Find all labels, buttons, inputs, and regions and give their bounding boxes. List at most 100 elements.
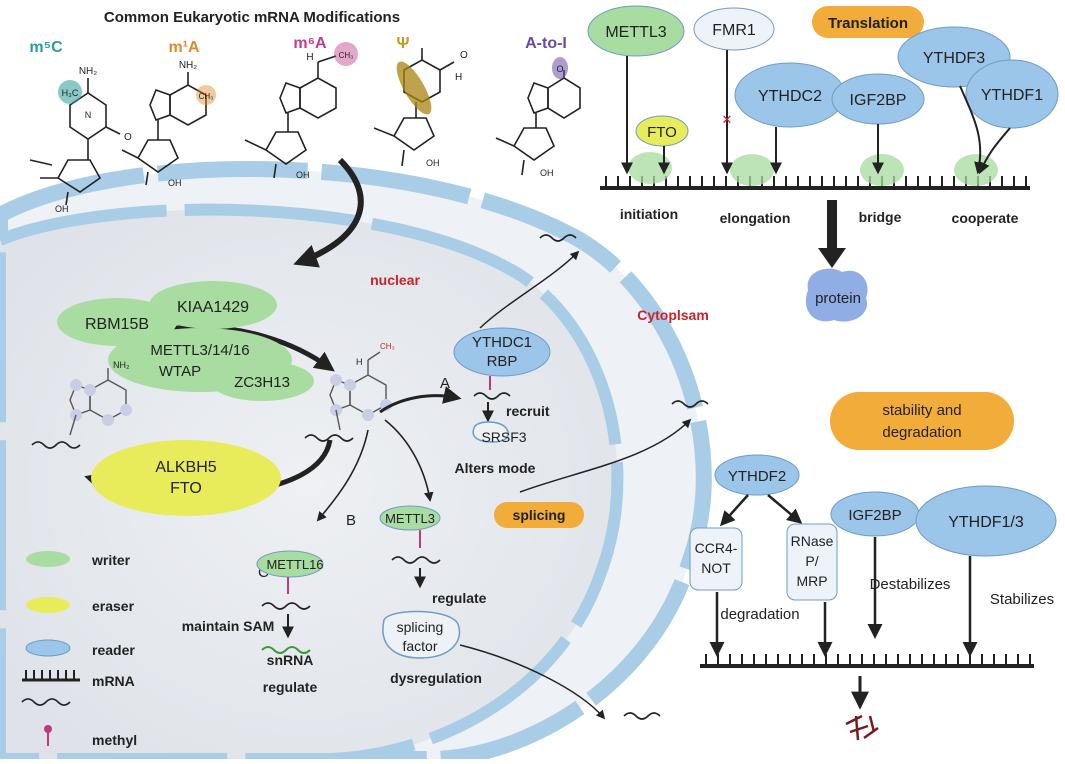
m5c-nh2-text: NH₂	[79, 66, 97, 77]
psi-oh-text: OH	[426, 158, 440, 168]
protein-arrow-head	[818, 248, 846, 268]
export-arrow-bottom	[459, 644, 606, 720]
writer-zc3h13-label: ZC3H13	[234, 374, 290, 391]
m5c-oh-text: OH	[55, 204, 69, 214]
eraser-alkbh5-label: ALKBH5	[155, 459, 216, 476]
legend-mrna-label: mRNA	[92, 673, 135, 689]
pathway-b-outcome: dysregulation	[390, 670, 482, 686]
protein-blob	[805, 268, 868, 322]
writer-zc3h13	[210, 361, 314, 401]
translation-fmr1	[693, 7, 775, 51]
srsf3-shape	[472, 421, 510, 443]
stability-ythdf1-3-label: YTHDF1/3	[948, 514, 1024, 531]
stability-strand-teeth	[705, 654, 1031, 666]
pathway-c-mrna	[261, 602, 311, 610]
translation-title: Translation	[828, 15, 908, 32]
pathway-c-letter: C	[258, 564, 269, 581]
mod-label-m5c: m⁵C	[29, 39, 63, 56]
structure-a-to-i	[495, 70, 581, 176]
export-arrow-mid	[519, 418, 692, 493]
writer-mettl3-b	[379, 505, 441, 531]
pathway-b-mrna	[391, 556, 441, 564]
mod-label-m6a: m⁶A	[293, 35, 327, 52]
mrna-left	[31, 441, 81, 449]
writer-mettl-label: METTL3/14/16	[150, 342, 249, 359]
a-to-i-oh-text: OH	[540, 168, 554, 178]
pathway-b-regulate-label: regulate	[432, 590, 487, 606]
a-to-i-highlight	[552, 57, 568, 79]
pathway-a-recruit-label: recruit	[506, 403, 550, 419]
structure-m5c	[29, 78, 121, 206]
stability-ythdf2	[714, 454, 800, 496]
pathway-c-arrow	[316, 429, 369, 522]
translation-ythdf1	[965, 59, 1059, 129]
fmr1-block-mark: ✕	[722, 112, 733, 127]
export-arrow-top	[479, 250, 580, 329]
translation-ythdc2-label: YTHDC2	[758, 88, 822, 105]
ccr4-not-box	[689, 527, 743, 591]
reader-rbp-label: RBP	[487, 353, 518, 370]
stability-ythdf2-label: YTHDF2	[728, 468, 786, 485]
writer-wtap-label: WTAP	[159, 363, 201, 380]
step-elongation: elongation	[720, 210, 791, 226]
pathway-a-outcome: Alters mode	[455, 460, 536, 476]
structure-m1a	[121, 72, 207, 186]
step-cooperate: cooperate	[952, 210, 1019, 226]
ccr4-label-2: NOT	[701, 560, 731, 576]
structure-psi	[373, 48, 455, 167]
legend-reader-label: reader	[92, 642, 135, 658]
psi-o-text: O	[460, 50, 468, 61]
step-initiation: initiation	[620, 206, 678, 222]
translation-ythdf1-label: YTHDF1	[981, 87, 1043, 104]
arrow-ythdf1-cooperate	[978, 127, 1011, 175]
snrna-label: snRNA	[267, 652, 314, 668]
methyl-ch3-label: CH₃	[380, 342, 395, 351]
reader-ythdc1-label: YTHDC1	[472, 334, 532, 351]
m5c-methyl-highlight	[58, 80, 82, 104]
mrna-center	[304, 434, 354, 442]
arrow-ythdf2-rnase	[767, 494, 803, 524]
legend-writer-swatch	[26, 551, 70, 567]
mod-label-psi: Ψ	[397, 35, 410, 52]
m6a-entry-arrow	[293, 157, 364, 268]
splicing-factor-shape	[382, 610, 461, 659]
translation-ythdf3-label: YTHDF3	[923, 50, 985, 67]
legend-methyl-icon	[44, 725, 52, 746]
rnase-label-2: P/	[805, 553, 818, 569]
m1a-nh2-text: NH₂	[179, 60, 197, 71]
rnase-mrp-box	[786, 523, 838, 601]
reader-ythdc1	[453, 327, 551, 377]
translation-fmr1-label: FMR1	[712, 22, 756, 39]
writer-mettl16-label: METTL16	[266, 557, 323, 572]
snrna-strand	[261, 646, 311, 654]
translation-panel: Translation METTL3 FMR1	[587, 5, 1059, 322]
splicing-factor-label-2: factor	[402, 638, 437, 654]
translation-igf2bp-label: IGF2BP	[850, 92, 907, 109]
export-mrna-bottom	[623, 712, 661, 720]
pathway-c-verb: maintain SAM	[182, 618, 275, 634]
m1a-ch3-text: CH₃	[199, 92, 214, 101]
stability-ythdf1-3	[915, 485, 1057, 557]
nuclear-label: nuclear	[370, 272, 420, 288]
action-degradation: degradation	[720, 606, 799, 623]
m1a-methyl-highlight	[196, 85, 216, 105]
structure-m6a	[244, 55, 337, 179]
writer-kiaa1429-label: KIAA1429	[177, 299, 249, 316]
stability-title-2: degradation	[882, 424, 961, 441]
protein-label: protein	[815, 290, 861, 307]
stability-box	[830, 392, 1014, 450]
figure-title: Common Eukaryotic mRNA Modifications	[104, 9, 400, 26]
m6a-ch3-text: CH₃	[339, 51, 354, 60]
stability-igf2bp-label: IGF2BP	[848, 507, 901, 524]
writer-mettl16	[256, 550, 324, 578]
pathway-b-arrow	[384, 419, 434, 502]
srsf3-label: SRSF3	[481, 429, 526, 445]
step-bridge: bridge	[859, 209, 902, 225]
cytoplasm-label: Cytoplsam	[637, 307, 709, 323]
eraser-alkbh5-fto	[91, 440, 281, 516]
adenine-nh2: NH₂	[113, 360, 130, 370]
export-mrna-top	[539, 234, 577, 242]
legend: writer eraser reader mRNA methyl	[21, 551, 137, 748]
m6a-oh-text: OH	[296, 170, 310, 180]
